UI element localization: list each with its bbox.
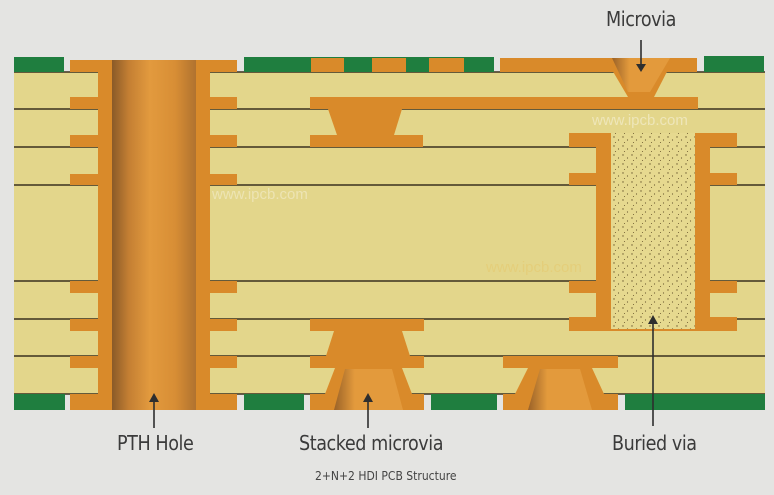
watermark: www.ipcb.com — [212, 186, 308, 203]
label-microvia: Microvia — [606, 7, 676, 31]
stacked-microvia-bottom — [310, 319, 424, 410]
label-buried-via: Buried via — [612, 431, 697, 455]
buried-via-fill — [611, 133, 695, 329]
solder-mask-bottom — [14, 394, 765, 410]
microvia-bottom — [503, 356, 618, 410]
label-pth-hole: PTH Hole — [117, 431, 194, 455]
watermark: www.ipcb.com — [486, 259, 582, 276]
label-stacked-microvia: Stacked microvia — [299, 431, 444, 455]
diagram-caption: 2+N+2 HDI PCB Structure — [315, 469, 457, 483]
microvia-top — [500, 58, 697, 97]
stacked-microvia-top — [310, 97, 698, 147]
buried-via — [569, 133, 737, 331]
callout-arrows — [149, 40, 658, 428]
watermark: www.ipcb.com — [592, 112, 688, 129]
pth-barrel — [112, 60, 196, 410]
top-surface-pads — [311, 58, 464, 72]
